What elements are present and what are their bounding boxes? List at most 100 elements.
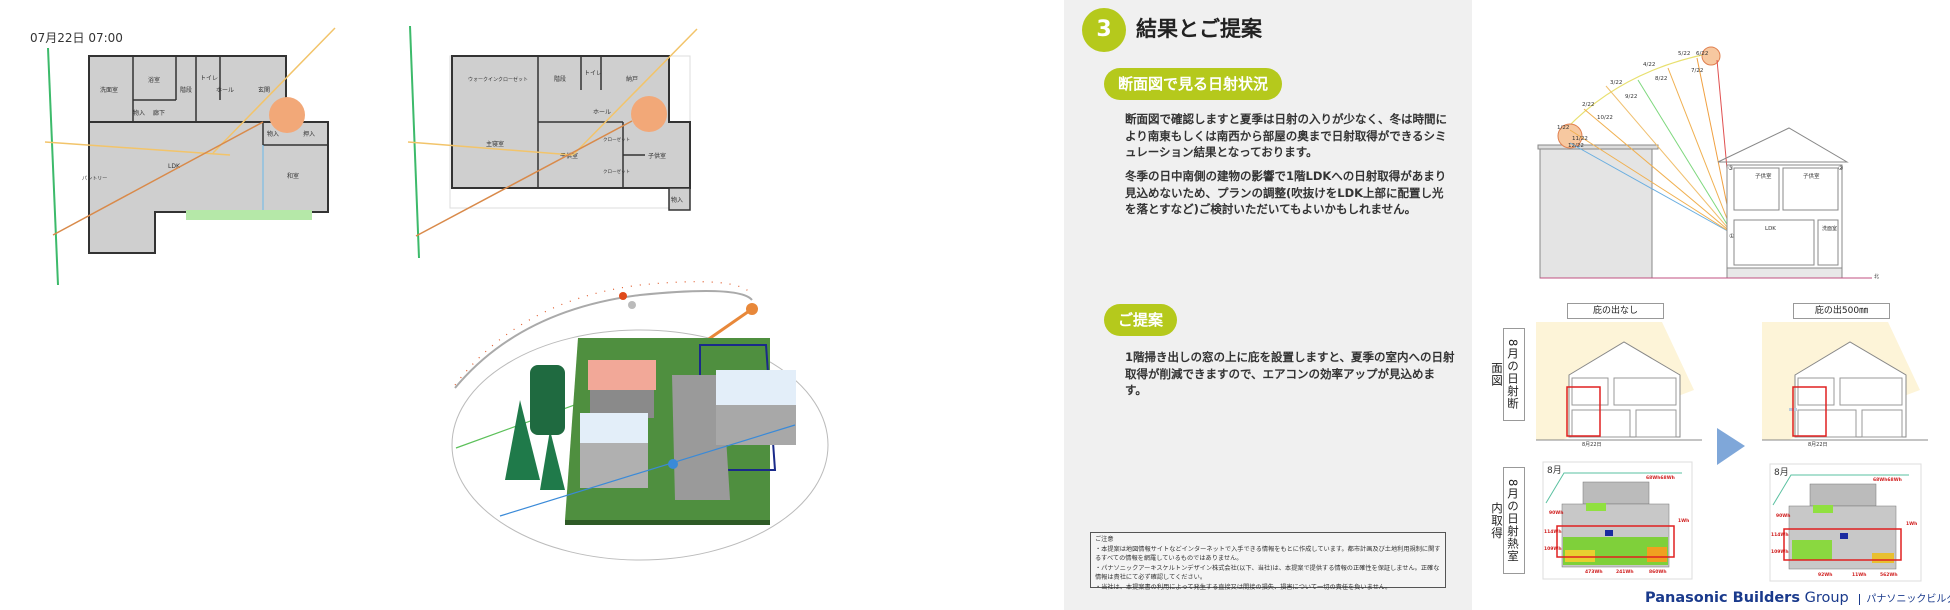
proposal-paragraph: 1階掃き出しの窓の上に庇を設置しますと、夏季の室内への日射取得が削減できますので… [1125,350,1455,397]
room-label: 階段 [554,75,566,83]
marker: ③ [1728,165,1733,172]
room-label: ホール [216,87,234,94]
energy-label: 860Wh [1649,569,1667,575]
date-label: 10/22 [1597,115,1613,121]
disclaimer-line: ・本提案は地図情報サイトなどインターネットで入手できる情報をもとに作成しています… [1095,545,1441,563]
energy-label: 241Wh [1616,569,1634,575]
disclaimer-line: ・当社は、本提案書の利用によって発生する直接又は間接の損失、損害について一切の責… [1095,583,1392,591]
energy-label: 562Wh [1880,572,1898,578]
caption-no-eaves: 庇の出なし [1567,303,1664,319]
highlight-box [1783,528,1902,561]
3d-sun-path-view [451,281,829,561]
date-label: 11/22 [1572,136,1588,142]
cross-section-paragraph-1: 断面図で確認しますと夏季は日射の入りが少なく、冬は時間により南東もしくは南西から… [1125,112,1447,159]
caption-eaves-500mm: 庇の出500㎜ [1793,303,1890,319]
disclaimer-heading: ご注意 [1095,536,1114,543]
room-label: 子供室 [1755,172,1772,180]
highlight-box [1556,525,1675,558]
brand-name-jp: パナソニックビルダーズグループ [1859,594,1950,605]
brand-group: Group [1804,590,1849,606]
room-label: 廊下 [153,109,165,117]
month-label: 8月 [1547,465,1562,476]
room-label: 洗面室 [100,86,118,94]
energy-label: 1Wh [1906,521,1917,527]
vertical-label-section: 8月の日射断面図 [1490,328,1525,421]
direction-label: 北 [1874,273,1879,280]
energy-label: 109Wh [1544,546,1562,552]
energy-label: 1Wh [1678,518,1689,524]
energy-label: 11Wh [1852,572,1866,578]
room-label: 玄関 [258,86,270,94]
energy-label: 92Wh [1818,572,1832,578]
section-after: 8月22日 [1762,322,1928,448]
disclaimer-box: ご注意 ・本提案は地図情報サイトなどインターネットで入手できる情報をもとに作成し… [1090,532,1446,591]
section-label-proposal: ご提案 [1104,304,1178,336]
date-label: 8/22 [1655,76,1667,82]
marker: ② [1838,165,1844,172]
floor-plans-and-3d: 洗面室 浴室 階段 トイレ ホール 玄関 物入 廊下 物入 押入 LDK パント… [44,25,829,561]
date-label: 12/22 [1568,143,1584,149]
highlight-box [1566,386,1601,437]
room-label: 主寝室 [486,140,504,148]
date-label: 9/22 [1625,94,1637,100]
date-label: 3/22 [1610,80,1622,86]
room-label: 子供室 [648,152,666,160]
room-label: 階段 [180,86,192,94]
energy-label: 68Wh68Wh [1873,477,1902,483]
energy-label: 90Wh [1549,510,1563,516]
month-label: 8月 [1774,467,1789,478]
room-label: クローゼット [603,168,630,175]
room-label: 物入 [133,109,145,117]
room-label: 浴室 [148,76,160,84]
brand-name: Panasonic Builders [1645,590,1800,606]
energy-label: 114Wh [1771,532,1789,538]
date-label: 2/22 [1582,102,1594,108]
page-title: 結果とご提案 [1136,17,1262,41]
energy-label: 114Wh [1544,529,1562,535]
room-label: 洗面室 [1822,225,1837,232]
room-label: 和室 [287,172,299,180]
floor-plan-2f: ウォークインクローゼット 階段 トイレ 納戸 ホール 主寝室 子供室 クローゼッ… [407,25,698,259]
room-label: 子供室 [560,152,578,160]
right-diagrams: 子供室 子供室 LDK 洗面室 北 ③ ② ① 1/22 2/22 3/22 4… [1536,46,1928,582]
date-label: 1/22 [1557,125,1569,131]
arrow-right-icon [1717,428,1745,465]
room-label: LDK [1765,226,1776,232]
date-label: 7/22 [1691,68,1703,74]
section-date: 8月22日 [1808,442,1828,448]
datetime-label: 07月22日 07:00 [30,31,123,45]
step-number-badge: 3 [1082,8,1126,52]
section-date: 8月22日 [1582,442,1602,448]
disclaimer-line: ・パナソニックアーキスケルトンデザイン株式会社(以下、当社)は、本提案で提供する… [1095,564,1440,582]
date-label: 5/22 [1678,51,1690,57]
energy-label: 68Wh68Wh [1646,475,1675,481]
floor-plan-1f: 洗面室 浴室 階段 トイレ ホール 玄関 物入 廊下 物入 押入 LDK パント… [44,27,336,286]
brand-logo: Panasonic Builders Group パナソニックビルダーズグループ [1645,590,1950,606]
heat-gain-map-after: 8月 68Wh68Wh 90Wh 114Wh 109Wh 1Wh 92Wh 11… [1769,463,1922,582]
highlight-box [1792,386,1827,437]
room-label: 納戸 [626,75,638,83]
room-label: トイレ [200,75,218,82]
room-label: ウォークインクローゼット [468,76,528,83]
room-label: 押入 [303,130,315,138]
date-label: 6/22 [1696,51,1708,57]
heat-gain-map-before: 8月 68Wh68Wh 90Wh 114Wh 109Wh 1Wh 473Wh 2… [1542,461,1693,580]
room-label: ホール [593,109,611,116]
marker: ① [1729,233,1734,240]
section-label-cross-section: 断面図で見る日射状況 [1104,68,1283,100]
room-label: LDK [168,163,181,170]
winter-sun-section-diagram: 子供室 子供室 LDK 洗面室 北 ③ ② ① 1/22 2/22 3/22 4… [1537,46,1879,280]
energy-label: 109Wh [1771,549,1789,555]
room-label: 物入 [267,130,279,138]
room-label: クローゼット [603,136,630,143]
vertical-label-heat: 8月の日射熱室内取得 [1490,467,1525,574]
room-label: トイレ [584,70,602,77]
section-before: 8月22日 [1536,322,1702,448]
room-label: 子供室 [1803,172,1820,180]
date-label: 4/22 [1643,62,1655,68]
cross-section-paragraph-2: 冬季の日中南側の建物の影響で1階LDKへの日射取得があまり見込めないため、プラン… [1125,169,1447,216]
energy-label: 473Wh [1585,569,1603,575]
room-label: パントリー [82,176,107,182]
energy-label: 90Wh [1776,513,1790,519]
room-label: 物入 [671,196,683,204]
